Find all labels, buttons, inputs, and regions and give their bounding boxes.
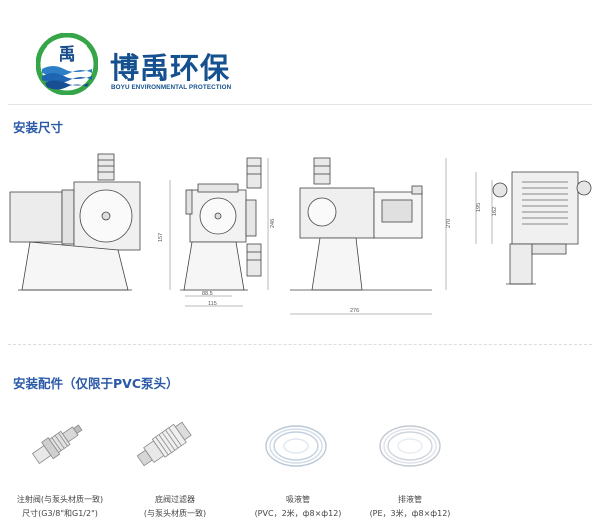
discharge-tube-name: 排液管 (398, 495, 422, 504)
foot-valve-filter-note: (与泵头材质一致) (143, 509, 207, 518)
accessory-caption-discharge-tube: 排液管 (PE，3米，ф8×ф12) (350, 493, 470, 521)
dim-157: 157 (158, 233, 164, 242)
pump-rear-view (492, 171, 592, 285)
injection-valve-icon (31, 424, 83, 464)
pump-side-view (9, 153, 141, 291)
dim-195: 195 (476, 203, 482, 212)
dim-88-5: 88.5 (202, 291, 213, 297)
dim-162: 162 (492, 207, 498, 216)
boyu-water-wave-logo-icon: 禹 (36, 33, 98, 95)
suction-tube-coil-icon (265, 425, 327, 467)
dim-276: 276 (350, 308, 359, 314)
svg-text:禹: 禹 (59, 45, 76, 65)
pump-front-view (180, 157, 262, 291)
suction-tube-name: 吸液管 (286, 495, 310, 504)
dim-246: 246 (270, 219, 276, 228)
brand-name: 博禹环保 (110, 51, 231, 85)
accessory-caption-foot-valve-filter: 底阀过滤器 (与泵头材质一致) (115, 493, 235, 521)
install-dimensions-title: 安装尺寸 (13, 120, 64, 135)
foot-valve-filter-icon (136, 421, 192, 467)
accessory-caption-suction-tube: 吸液管 (PVC，2米，ф8×ф12) (238, 493, 358, 521)
pump-controller-view (290, 157, 432, 291)
dim-115: 115 (208, 301, 217, 307)
brand-name-en: BOYU ENVIRONMENTAL PROTECTION (111, 84, 232, 91)
header-divider (8, 104, 592, 105)
section-divider (8, 344, 592, 345)
discharge-tube-spec: (PE，3米，ф8×ф12) (369, 509, 451, 518)
discharge-tube-coil-icon (379, 425, 441, 467)
installation-dimension-drawing: 157 88.5 115 246 276 270 195 162 (9, 153, 592, 315)
injection-valve-name: 注射阀(与泵头材质一致) (16, 495, 104, 504)
foot-valve-filter-name: 底阀过滤器 (155, 495, 195, 504)
suction-tube-spec: (PVC，2米，ф8×ф12) (254, 509, 342, 518)
dim-270: 270 (446, 219, 452, 228)
injection-valve-size: 尺寸(G3/8"和G1/2") (22, 509, 98, 518)
accessories-title: 安装配件（仅限于PVC泵头） (13, 376, 179, 391)
accessory-caption-injection-valve: 注射阀(与泵头材质一致) 尺寸(G3/8"和G1/2") (0, 493, 120, 521)
